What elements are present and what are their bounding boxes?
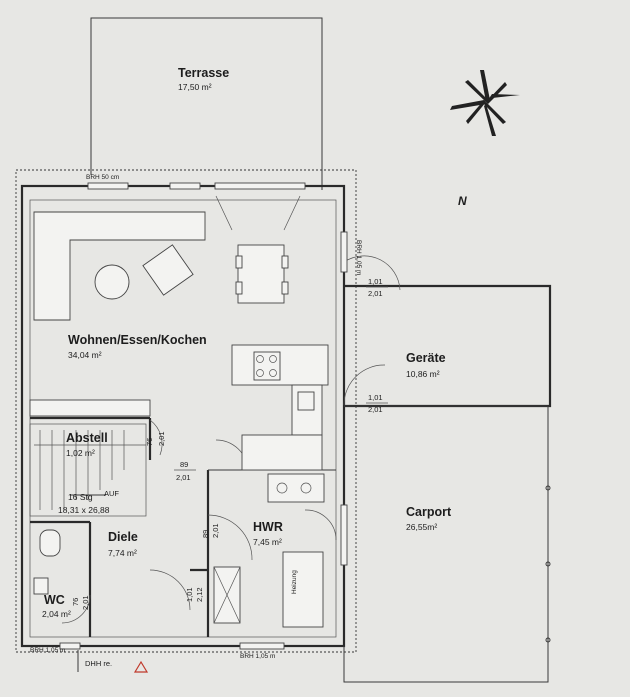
room-name-geraete: Geräte — [406, 351, 446, 365]
stair-size: 18,31 x 26,88 — [58, 505, 110, 515]
brh-bottom-right: BRH 1,05 m — [240, 653, 275, 660]
dim-wc-door-h: 2,01 — [81, 595, 90, 610]
carport-post — [545, 561, 551, 567]
door-swing-terrace — [215, 195, 301, 231]
room-name-hwr: HWR — [253, 520, 283, 534]
geraete-walls — [344, 284, 552, 408]
living-furniture — [33, 211, 289, 321]
door-swing-hwr-side — [304, 509, 337, 541]
room-area-hwr: 7,45 m² — [253, 537, 282, 547]
chair — [281, 255, 289, 269]
dim-hwr-door-h: 2,01 — [211, 523, 220, 538]
wc-fixtures — [33, 529, 61, 595]
room-area-wohnen: 34,04 m² — [68, 350, 102, 360]
room-area-abstell: 1,02 m² — [66, 448, 95, 458]
room-name-abstell: Abstell — [66, 431, 108, 445]
room-name-wohnen: Wohnen/Essen/Kochen — [68, 333, 207, 347]
dim-wc-door: 76 — [71, 598, 80, 606]
dryer-drum — [300, 482, 312, 494]
dim-door1-width: 1,01 — [368, 277, 383, 286]
sink — [297, 391, 315, 411]
carport-post — [545, 637, 551, 643]
armchair — [142, 244, 194, 296]
room-area-carport: 26,55m² — [406, 522, 437, 532]
door-swing-geraete-bottom — [343, 364, 386, 406]
window-terrace — [214, 182, 306, 190]
wash-basin — [33, 577, 49, 595]
room-name-carport: Carport — [406, 505, 452, 519]
window-hwr-side — [340, 504, 348, 566]
window-top-mid — [169, 182, 201, 190]
dim-door2-width: 1,01 — [368, 393, 383, 402]
chair — [235, 255, 243, 269]
door-swing-diele — [149, 569, 191, 611]
dim-door2-height: 2,01 — [368, 405, 383, 414]
window-side — [340, 231, 348, 273]
washer-dryer — [267, 473, 325, 503]
room-area-diele: 7,74 m² — [108, 548, 137, 558]
washer-drum — [276, 482, 288, 494]
room-labels: Terrasse 17,50 m² Wohnen/Essen/Kochen 34… — [42, 66, 452, 619]
carport-post — [545, 485, 551, 491]
entrance-marker-icon — [133, 660, 149, 673]
brh-top: BRH 50 cm — [86, 174, 119, 181]
garage-outline — [343, 284, 552, 683]
brh-bottom-left: BRH 1,05 m — [30, 647, 65, 654]
burner — [256, 355, 264, 363]
dhh-label: DHH re. — [85, 659, 112, 668]
burner — [269, 369, 277, 377]
stair-steps: 16 Stg — [68, 492, 93, 502]
windows — [59, 182, 348, 650]
kitchen-island — [241, 434, 323, 471]
room-area-geraete: 10,86 m² — [406, 369, 440, 379]
room-name-diele: Diele — [108, 530, 138, 544]
sofa — [33, 211, 206, 321]
door-swing-hwr — [207, 514, 253, 561]
compass-rose-icon — [450, 70, 520, 136]
compass-north-label: N — [458, 194, 467, 208]
room-area-wc: 2,04 m² — [42, 609, 71, 619]
stair-landing — [29, 399, 151, 417]
stair-outline — [29, 423, 147, 517]
stairs — [29, 399, 151, 517]
kitchen — [231, 344, 329, 471]
dim-diele-top: 89 — [180, 460, 188, 469]
chair — [281, 281, 289, 295]
dim-abstell-door: 76 — [145, 438, 154, 446]
carport-outline — [343, 405, 549, 683]
door-swing-abstell — [149, 419, 163, 456]
heating-unit — [282, 551, 324, 628]
burner — [256, 369, 264, 377]
window-bottom-right — [239, 642, 285, 650]
round-table — [94, 264, 130, 300]
window-top-left — [87, 182, 129, 190]
door-swing-geraete-top — [343, 255, 401, 291]
door-swing-wc — [61, 594, 91, 624]
dim-hwr-inner: 1,01 — [185, 587, 194, 602]
dim-door1-height: 2,01 — [368, 289, 383, 298]
stair-direction: AUF — [104, 489, 119, 498]
plot-dashed-boundary — [15, 169, 357, 653]
dim-abstell-door-h: 2,01 — [157, 431, 166, 446]
terrace-outline — [90, 17, 323, 190]
window-bottom-left — [59, 642, 81, 650]
dining-table — [237, 244, 285, 304]
room-name-terrasse: Terrasse — [178, 66, 229, 80]
room-area-terrasse: 17,50 m² — [178, 82, 212, 92]
room-name-wc: WC — [44, 593, 65, 607]
side-window-label: BRH 1,05 m — [355, 240, 362, 275]
dim-diele-bot: 2,01 — [176, 473, 191, 482]
dim-hwr-inner-h: 2,12 — [195, 587, 204, 602]
hwr-appliances — [213, 473, 325, 628]
dimension-labels: BRH 50 cm BRH 1,05 m BRH 1,05 m DHH re. … — [30, 174, 467, 668]
burner — [269, 355, 277, 363]
dim-hwr-door: 89 — [201, 530, 210, 538]
chair — [235, 281, 243, 295]
toilet — [39, 529, 61, 557]
heizung-label: Heizung — [291, 570, 298, 594]
